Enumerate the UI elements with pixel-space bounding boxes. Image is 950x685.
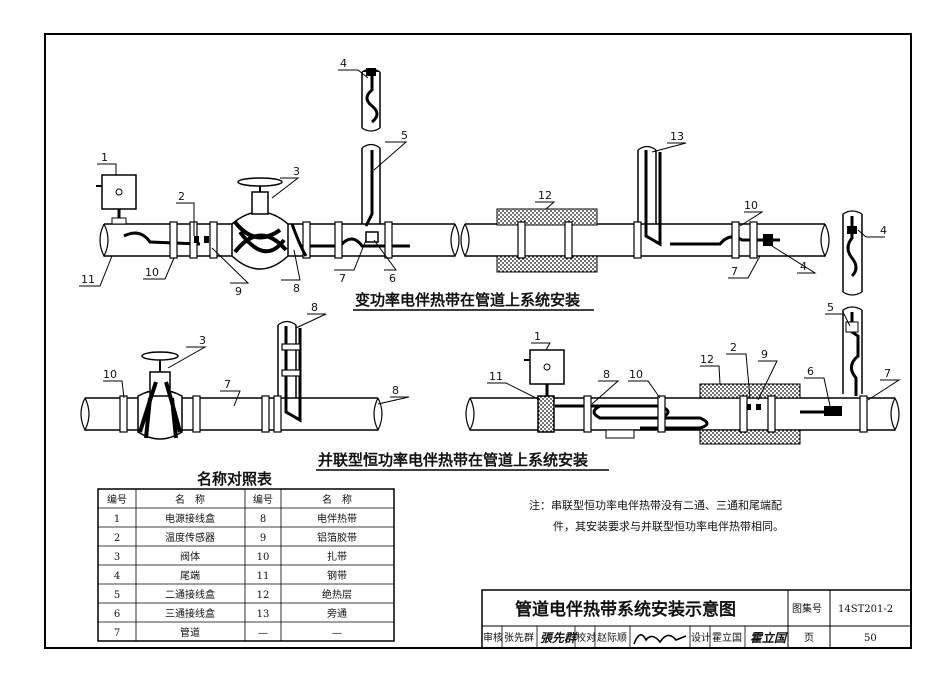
callout-10: 10 bbox=[103, 368, 117, 381]
callout-8: 8 bbox=[392, 384, 399, 397]
callout-9: 9 bbox=[235, 285, 242, 298]
right-vertical-pipe-assembly bbox=[842, 210, 863, 396]
callout-5: 5 bbox=[827, 301, 834, 314]
legend-table-cell: 8 bbox=[260, 514, 266, 525]
legend-table-cell: 钢带 bbox=[327, 569, 347, 582]
legend-table-cell: — bbox=[258, 628, 268, 639]
bottom-diagram-title: 并联型恒功率电伴热带在管道上系统安装 bbox=[318, 451, 589, 469]
callout-2: 2 bbox=[178, 190, 185, 203]
callout-10: 10 bbox=[145, 266, 159, 279]
callout-7: 7 bbox=[339, 272, 346, 285]
top-right-pipe-assembly bbox=[460, 145, 830, 273]
design-label: 设计 bbox=[691, 631, 711, 644]
callout-6: 6 bbox=[807, 365, 814, 378]
bottom-right-pipe-assembly bbox=[465, 349, 900, 445]
legend-table-cell: 6 bbox=[114, 609, 120, 620]
page-number: 50 bbox=[864, 633, 877, 644]
callout-4: 4 bbox=[800, 260, 807, 273]
callout-8: 8 bbox=[603, 368, 610, 381]
atlas-label: 图集号 bbox=[792, 602, 822, 615]
callout-9: 9 bbox=[761, 348, 768, 361]
legend-header-cell: 编号 bbox=[107, 493, 127, 506]
legend-table-cell: 9 bbox=[260, 533, 266, 544]
callout-2: 2 bbox=[730, 341, 737, 354]
legend-table-cell: — bbox=[332, 628, 342, 639]
legend-table-cell: 10 bbox=[257, 552, 270, 563]
legend-table-cell: 5 bbox=[114, 590, 120, 601]
review-signature: 張先群 bbox=[540, 631, 578, 645]
callout-3: 3 bbox=[199, 334, 206, 347]
legend-table-cell: 3 bbox=[114, 552, 120, 563]
callout-8: 8 bbox=[293, 282, 300, 295]
callout-7: 7 bbox=[884, 367, 891, 380]
check-name: 赵际顺 bbox=[597, 631, 627, 644]
legend-header-cell: 名 称 bbox=[175, 493, 205, 506]
callout-10: 10 bbox=[629, 368, 643, 381]
review-name: 张先群 bbox=[504, 631, 534, 644]
legend-table-cell: 7 bbox=[114, 628, 120, 639]
callout-7: 7 bbox=[224, 378, 231, 391]
callout-leaders bbox=[79, 69, 901, 407]
check-signature bbox=[633, 634, 687, 645]
callout-12: 12 bbox=[538, 189, 552, 202]
legend-table-cell: 12 bbox=[257, 590, 270, 601]
legend-table-cell: 管道 bbox=[180, 626, 200, 639]
legend-table-cells: 编号 名 称 编号 名 称 1 电源接线盒 8 电伴热带 2 温度传感器 9 铝箔胶带 3 阀体 10 扎带 4… bbox=[107, 493, 357, 639]
callout-11: 11 bbox=[81, 273, 95, 286]
design-name: 霍立国 bbox=[712, 631, 742, 644]
top-diagram-title: 变功率电伴热带在管道上系统安装 bbox=[355, 291, 581, 309]
callout-3: 3 bbox=[293, 165, 300, 178]
atlas-number: 14ST201-2 bbox=[838, 604, 893, 615]
legend-table-cell: 绝热层 bbox=[322, 588, 352, 601]
callout-labels: 1 2 3 4 5 6 7 8 9 10 11 12 13 10 7 4 4 5… bbox=[81, 57, 891, 397]
callout-4: 4 bbox=[340, 57, 347, 70]
legend-table-cell: 电伴热带 bbox=[317, 512, 357, 525]
legend-table-cell: 13 bbox=[257, 609, 270, 620]
legend-table-cell: 温度传感器 bbox=[165, 531, 215, 544]
legend-table-cell: 阀体 bbox=[180, 550, 200, 563]
legend-table-cell: 2 bbox=[114, 533, 120, 544]
top-left-pipe-assembly bbox=[96, 68, 460, 270]
drawing-title: 管道电伴热带系统安装示意图 bbox=[515, 599, 736, 620]
legend-header-cell: 名 称 bbox=[322, 493, 352, 506]
callout-10: 10 bbox=[744, 199, 758, 212]
legend-table-cell: 1 bbox=[114, 514, 120, 525]
legend-table-cell: 4 bbox=[114, 571, 120, 582]
callout-11: 11 bbox=[489, 370, 503, 383]
page-label: 页 bbox=[804, 632, 814, 644]
legend-table-cell: 旁通 bbox=[327, 607, 347, 620]
legend-table-cell: 尾端 bbox=[180, 569, 200, 582]
legend-table-cell: 扎带 bbox=[327, 550, 347, 563]
legend-table-cell: 三通接线盒 bbox=[165, 607, 215, 620]
note-line-2: 件，其安装要求与并联型恒功率电伴热带相同。 bbox=[553, 519, 784, 533]
sheet-border bbox=[44, 33, 912, 649]
design-signature: 霍立国 bbox=[750, 631, 788, 645]
callout-7: 7 bbox=[731, 265, 738, 278]
callout-1: 1 bbox=[101, 151, 108, 164]
legend-table-cell: 电源接线盒 bbox=[165, 512, 215, 525]
callout-8: 8 bbox=[311, 301, 318, 314]
legend-table bbox=[97, 488, 395, 642]
legend-table-cell: 11 bbox=[257, 571, 270, 582]
callout-1: 1 bbox=[534, 330, 541, 343]
legend-table-cell: 二通接线盒 bbox=[165, 588, 215, 601]
legend-header-cell: 编号 bbox=[253, 493, 273, 506]
callout-5: 5 bbox=[401, 129, 408, 142]
legend-table-cell: 铝箔胶带 bbox=[317, 531, 357, 544]
note-line-1: 注：串联型恒功率电伴热带没有二通、三通和尾端配 bbox=[529, 498, 782, 512]
callout-4: 4 bbox=[880, 224, 887, 237]
callout-12: 12 bbox=[700, 353, 714, 366]
callout-6: 6 bbox=[389, 272, 396, 285]
legend-table-title: 名称对照表 bbox=[197, 470, 273, 488]
check-label: 校对 bbox=[576, 631, 596, 644]
title-block bbox=[481, 589, 912, 649]
review-label: 审核 bbox=[483, 631, 503, 644]
callout-13: 13 bbox=[670, 130, 684, 143]
bottom-left-pipe-assembly bbox=[80, 320, 383, 440]
